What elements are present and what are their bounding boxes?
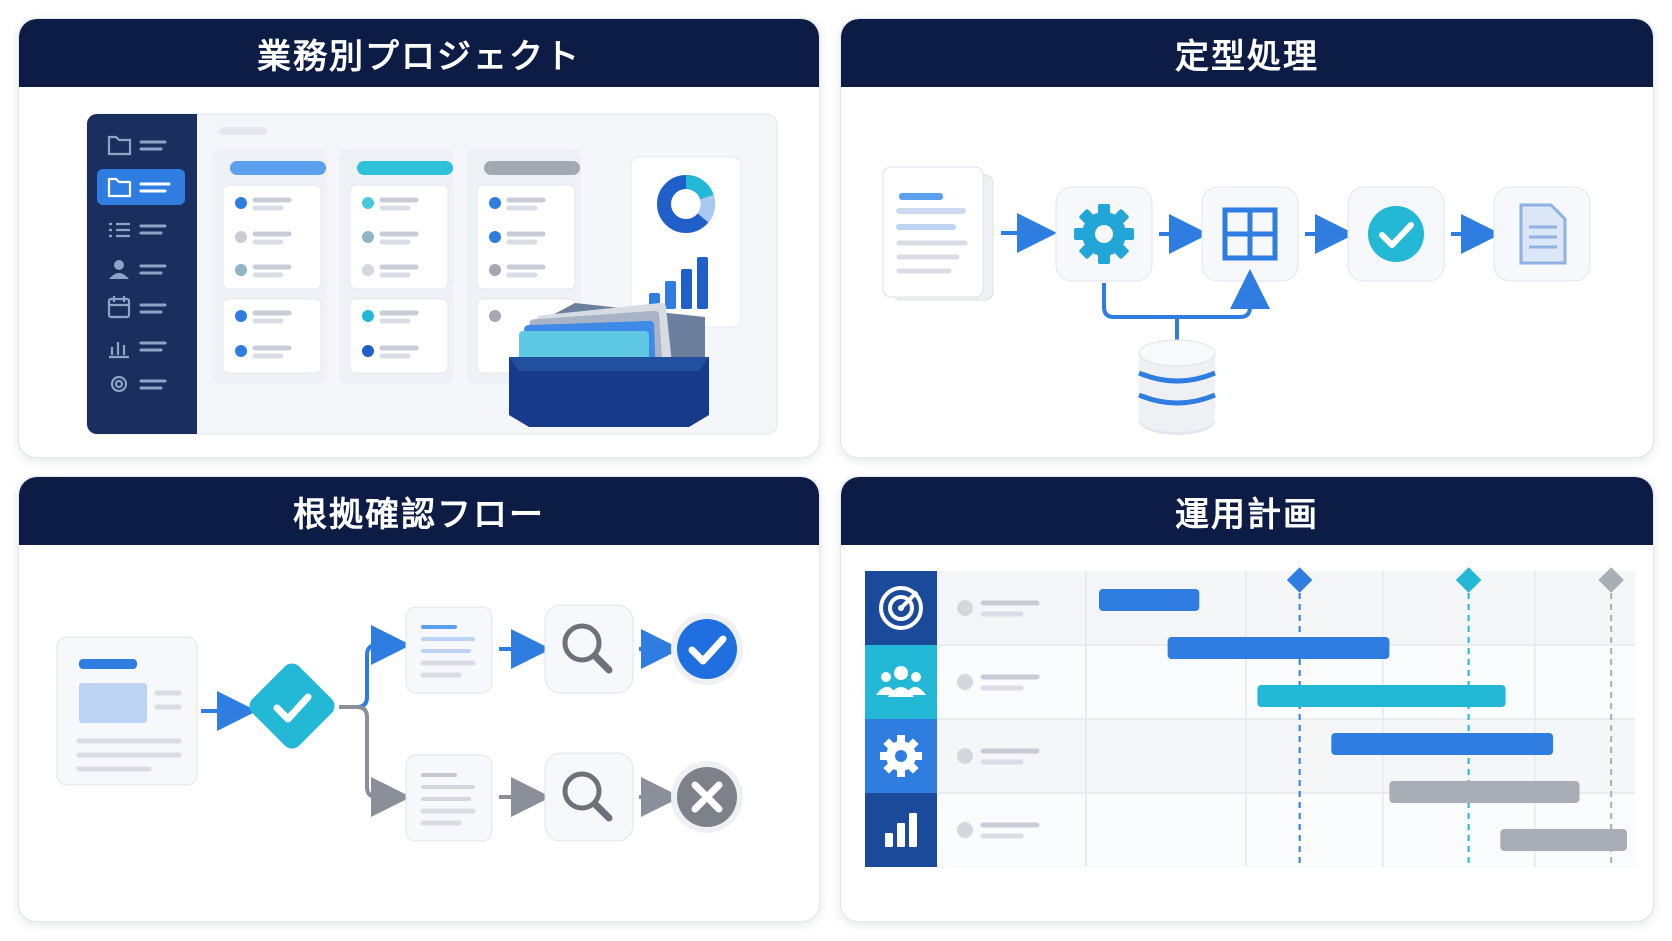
bar-chart-icon[interactable] [109, 342, 129, 359]
document-icon [56, 636, 198, 786]
projects-illustration [86, 113, 778, 435]
operations-panel: 運用計画 [840, 476, 1654, 922]
card-items [235, 197, 546, 359]
document-icon [405, 754, 493, 842]
check-circle-icon [1347, 186, 1445, 282]
bar-chart-icon [865, 793, 937, 867]
gear-icon [1055, 186, 1153, 282]
routine-panel-title: 定型処理 [841, 19, 1653, 87]
search-icon [544, 752, 634, 842]
user-icon[interactable] [109, 260, 129, 279]
gantt-bar[interactable] [1099, 589, 1200, 611]
folder-icon[interactable] [107, 177, 132, 198]
document-icon [405, 606, 493, 694]
check-circle-icon [671, 613, 743, 685]
sidebar-item-active[interactable] [97, 169, 185, 205]
gantt-bar[interactable] [1500, 829, 1627, 851]
x-circle-icon [671, 761, 743, 833]
target-icon [865, 571, 937, 645]
routine-panel: 定型処理 [840, 18, 1654, 458]
row-labels [957, 600, 1040, 839]
evidence-panel-title: 根拠確認フロー [19, 477, 819, 545]
document-stack-icon [882, 166, 994, 301]
document-icon [1493, 186, 1591, 282]
database-icon [1138, 339, 1216, 435]
analytics-card [630, 156, 742, 328]
users-icon [865, 645, 937, 719]
routine-flow-diagram [882, 166, 1591, 435]
gear-icon [865, 719, 937, 793]
evidence-flow-diagram [56, 604, 743, 842]
check-diamond-icon [249, 663, 335, 749]
operations-panel-title: 運用計画 [841, 477, 1653, 545]
projects-panel-title: 業務別プロジェクト [19, 19, 819, 87]
grid-icon [1201, 186, 1299, 282]
gantt-bar[interactable] [1389, 781, 1580, 803]
gantt-chart [865, 567, 1635, 867]
donut-chart-icon [657, 174, 716, 233]
file-box-icon [509, 302, 709, 427]
projects-panel: 業務別プロジェクト [18, 18, 820, 458]
gear-icon[interactable] [110, 375, 128, 393]
gantt-bar[interactable] [1167, 637, 1390, 659]
folder-icon[interactable] [107, 135, 132, 156]
search-icon [544, 604, 634, 694]
list-icon[interactable] [109, 222, 130, 238]
calendar-icon[interactable] [107, 296, 131, 319]
milestone-diamond[interactable] [1598, 567, 1624, 593]
gantt-bar[interactable] [1331, 733, 1554, 755]
evidence-panel: 根拠確認フロー [18, 476, 820, 922]
gantt-bar[interactable] [1257, 685, 1506, 707]
